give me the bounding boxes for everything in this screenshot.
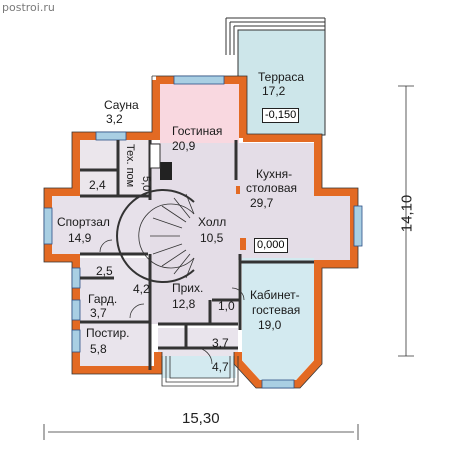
laundry-area: 5,8 <box>90 342 107 356</box>
kitchen-name-1: Кухня- <box>256 167 293 181</box>
spiral-staircase <box>116 189 195 283</box>
small-room-b-area: 2,5 <box>96 264 113 278</box>
study-area: 19,0 <box>258 318 282 332</box>
depth-dimension: 14,10 <box>398 194 416 233</box>
wc-area: 1,0 <box>218 299 235 313</box>
study-name-2: гостевая <box>252 303 301 317</box>
terrace-name: Терраса <box>258 70 305 84</box>
dimension-lines <box>43 85 414 440</box>
hallway-area: 12,8 <box>172 297 196 311</box>
laundry-name: Постир. <box>86 326 130 340</box>
terrace-level: -0,150 <box>262 108 300 123</box>
watermark: postroi.ru <box>2 1 55 14</box>
hall-area: 10,5 <box>200 231 224 245</box>
small-room-a-area: 2,4 <box>89 178 106 192</box>
tech-name: Тех. пом <box>124 144 136 188</box>
width-dimension: 15,30 <box>182 410 220 427</box>
living-area: 20,9 <box>172 139 196 153</box>
gym-area: 14,9 <box>68 231 92 245</box>
fireplace <box>149 143 172 180</box>
sauna-name: Сауна <box>104 98 139 112</box>
study-name-1: Кабинет- <box>250 288 300 302</box>
terrace-area: 17,2 <box>262 84 286 98</box>
stair-under-area: 4,2 <box>133 282 150 296</box>
main-level: 0,000 <box>254 238 288 253</box>
tech-area: 5,0 <box>140 176 152 192</box>
sauna-area: 3,2 <box>106 112 123 126</box>
hall-name: Холл <box>198 215 227 229</box>
vestibule-area: 3,7 <box>212 336 229 350</box>
doors <box>99 186 246 365</box>
porch-area: 4,7 <box>212 360 229 374</box>
living-name: Гостиная <box>172 124 223 138</box>
wardrobe-name: Гард. <box>88 292 118 306</box>
gym-name: Спортзал <box>57 215 110 229</box>
wardrobe-area: 3,7 <box>90 306 107 320</box>
porch-steps <box>161 356 239 387</box>
kitchen-name-2: столовая <box>246 181 297 195</box>
kitchen-area: 29,7 <box>250 196 274 210</box>
hallway-name: Прих. <box>172 281 204 295</box>
